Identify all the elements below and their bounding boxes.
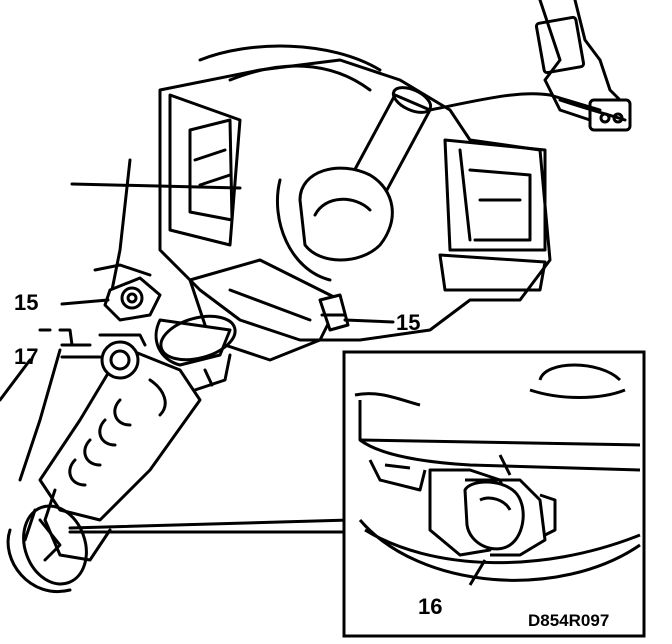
bolt-15-left [93, 263, 162, 322]
leader-16 [468, 559, 487, 586]
callout-16: 16 [418, 594, 443, 619]
leader-15-left [60, 298, 110, 306]
callout-15-left: 15 [14, 290, 39, 315]
detail-inset [342, 350, 646, 638]
wiring-harness [428, 0, 632, 132]
callout-17: 17 [14, 344, 39, 369]
leader-15-right [343, 318, 395, 324]
figure-code: D854R097 [528, 611, 610, 630]
column-housing [158, 44, 552, 342]
nut-17 [38, 328, 147, 380]
bolt-15-right [318, 293, 350, 332]
intermediate-shaft [6, 348, 202, 593]
floor-line [70, 182, 242, 190]
detail-connector-top [68, 518, 352, 530]
upper-shaft [275, 86, 433, 282]
callout-15-right: 15 [396, 310, 421, 335]
